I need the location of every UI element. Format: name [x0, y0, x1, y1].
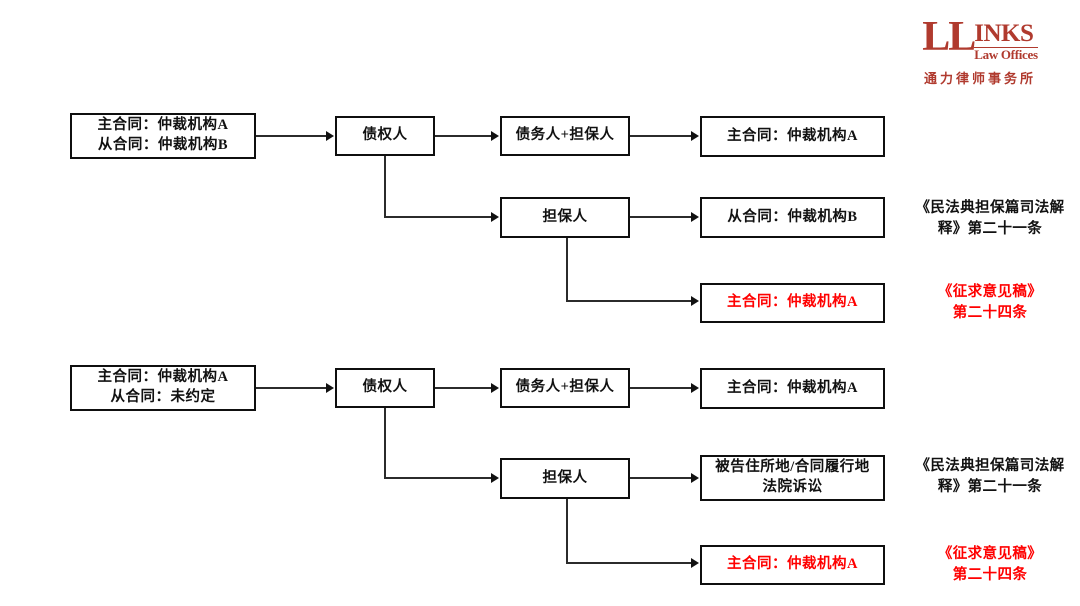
llinks-logo: LL INKS Law Offices 通力律师事务所 [890, 14, 1070, 87]
row2-arrow-contract-to-creditor [256, 387, 326, 389]
row1-elbow-to-red-outcome [566, 300, 691, 302]
logo-right-group: INKS Law Offices [974, 18, 1038, 62]
row2-elbow-to-red-outcome [566, 562, 691, 564]
row2-arrowhead-creditor [326, 383, 334, 393]
row2-arrowhead-outcome-bottom [691, 558, 699, 568]
row2-arrowhead-outcome-top [691, 383, 699, 393]
row1-outcome-mid-box: 从合同：仲裁机构B [700, 197, 885, 238]
row2-elbow-to-guarantor [384, 477, 491, 479]
row2-creditor-drop-line [384, 408, 386, 478]
row1-arrowhead-outcome-bottom [691, 296, 699, 306]
row1-outcome-top-box: 主合同：仲裁机构A [700, 116, 885, 157]
logo-wordmark: LL INKS Law Offices [890, 14, 1070, 62]
row2-arrowhead-outcome-mid [691, 473, 699, 483]
row1-arrow-debtor-to-outcome [630, 135, 691, 137]
row1-guarantor-box: 担保人 [500, 197, 630, 238]
row1-outcome-bottom-box: 主合同：仲裁机构A [700, 283, 885, 323]
logo-ll-mark: LL [922, 14, 976, 60]
row1-contract-box: 主合同：仲裁机构A 从合同：仲裁机构B [70, 113, 256, 159]
row2-arrowhead-debtor [491, 383, 499, 393]
row1-creditor-drop-line [384, 156, 386, 218]
row1-note-draft-opinion: 《征求意见稿》 第二十四条 [937, 284, 1043, 322]
row2-arrow-debtor-to-outcome [630, 387, 691, 389]
row1-arrowhead-outcome-mid [691, 212, 699, 222]
row2-debtor-guarantor-box: 债务人+担保人 [500, 368, 630, 408]
row2-outcome-top-box: 主合同：仲裁机构A [700, 368, 885, 409]
row2-note-draft-opinion: 《征求意见稿》 第二十四条 [937, 546, 1043, 584]
logo-inks-text: INKS [974, 20, 1034, 47]
row2-guarantor-drop-line [566, 499, 568, 564]
row1-arrow-contract-to-creditor [256, 135, 326, 137]
row2-contract-box: 主合同：仲裁机构A 从合同：未约定 [70, 365, 256, 411]
row1-elbow-to-guarantor [384, 216, 491, 218]
row1-arrowhead-guarantor [491, 212, 499, 222]
row2-guarantor-box: 担保人 [500, 458, 630, 499]
row1-guarantor-drop-line [566, 238, 568, 302]
row2-arrow-guarantor-to-outcome [630, 477, 691, 479]
row2-outcome-bottom-box: 主合同：仲裁机构A [700, 545, 885, 585]
row1-arrowhead-debtor [491, 131, 499, 141]
row1-arrow-creditor-to-debtor [435, 135, 491, 137]
row2-arrow-creditor-to-debtor [435, 387, 491, 389]
row2-arrowhead-guarantor [491, 473, 499, 483]
row2-outcome-mid-box: 被告住所地/合同履行地 法院诉讼 [700, 455, 885, 501]
logo-divider [974, 47, 1038, 48]
row1-arrowhead-creditor [326, 131, 334, 141]
row2-creditor-box: 债权人 [335, 368, 435, 408]
logo-tagline: Law Offices [974, 47, 1038, 62]
row1-debtor-guarantor-box: 债务人+担保人 [500, 116, 630, 156]
row1-creditor-box: 债权人 [335, 116, 435, 156]
row1-note-judicial-interpretation: 《民法典担保篇司法解释》第二十一条 [915, 200, 1065, 238]
row1-arrow-guarantor-to-outcome [630, 216, 691, 218]
row2-note-judicial-interpretation: 《民法典担保篇司法解释》第二十一条 [915, 458, 1065, 496]
logo-chinese-name: 通力律师事务所 [923, 70, 1036, 86]
row1-arrowhead-outcome-top [691, 131, 699, 141]
